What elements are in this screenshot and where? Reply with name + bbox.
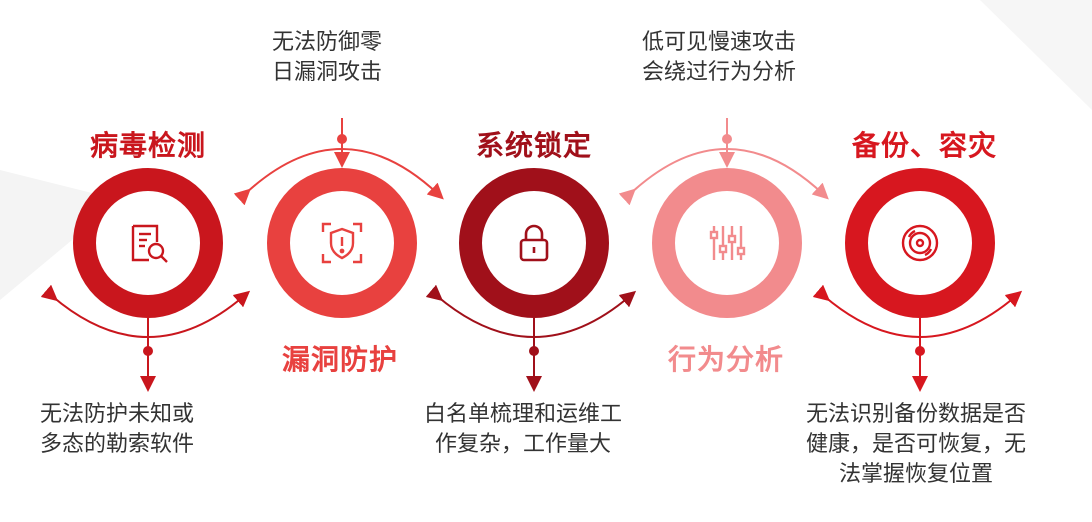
item-3-desc-line-2: 作复杂，工作量大 <box>435 432 612 457</box>
item-5-ring <box>845 168 995 318</box>
item-2-title: 漏洞防护 <box>282 343 399 376</box>
lock-icon <box>519 224 549 262</box>
item-5-desc-line-3: 法掌握恢复位置 <box>839 462 994 487</box>
item-4-desc-line-2: 会绕过行为分析 <box>642 60 797 85</box>
disc-icon <box>901 224 939 262</box>
item-1-desc-line-2: 多态的勒索软件 <box>40 432 195 457</box>
item-2-ring <box>267 168 417 318</box>
item-2-desc-line-1: 无法防御零 <box>272 30 383 55</box>
item-2-desc-line-2: 日漏洞攻击 <box>272 60 383 85</box>
item-5-desc: 无法识别备份数据是否 健康，是否可恢复，无 法掌握恢复位置 <box>806 400 1026 490</box>
item-4-desc: 低可见慢速攻击 会绕过行为分析 <box>642 28 796 88</box>
item-1-ring <box>73 168 223 318</box>
item-3-ring <box>459 168 609 318</box>
item-4-title: 行为分析 <box>668 343 785 376</box>
item-5-desc-line-1: 无法识别备份数据是否 <box>806 402 1027 427</box>
shield-alert-icon <box>321 222 363 264</box>
item-1-desc-line-1: 无法防护未知或 <box>40 402 195 427</box>
item-1-desc: 无法防护未知或 多态的勒索软件 <box>40 400 194 460</box>
document-search-icon <box>131 224 168 263</box>
item-3-title: 系统锁定 <box>476 129 593 162</box>
item-4-desc-line-1: 低可见慢速攻击 <box>642 30 797 55</box>
item-5-title: 备份、容灾 <box>852 129 998 162</box>
sliders-icon <box>709 226 746 260</box>
item-1-title: 病毒检测 <box>90 129 207 162</box>
item-3-desc: 白名单梳理和运维工 作复杂，工作量大 <box>424 400 622 460</box>
item-4-ring <box>652 168 802 318</box>
item-3-desc-line-1: 白名单梳理和运维工 <box>424 402 623 427</box>
item-2-desc: 无法防御零 日漏洞攻击 <box>272 28 382 88</box>
item-5-desc-line-2: 健康，是否可恢复，无 <box>806 432 1027 457</box>
